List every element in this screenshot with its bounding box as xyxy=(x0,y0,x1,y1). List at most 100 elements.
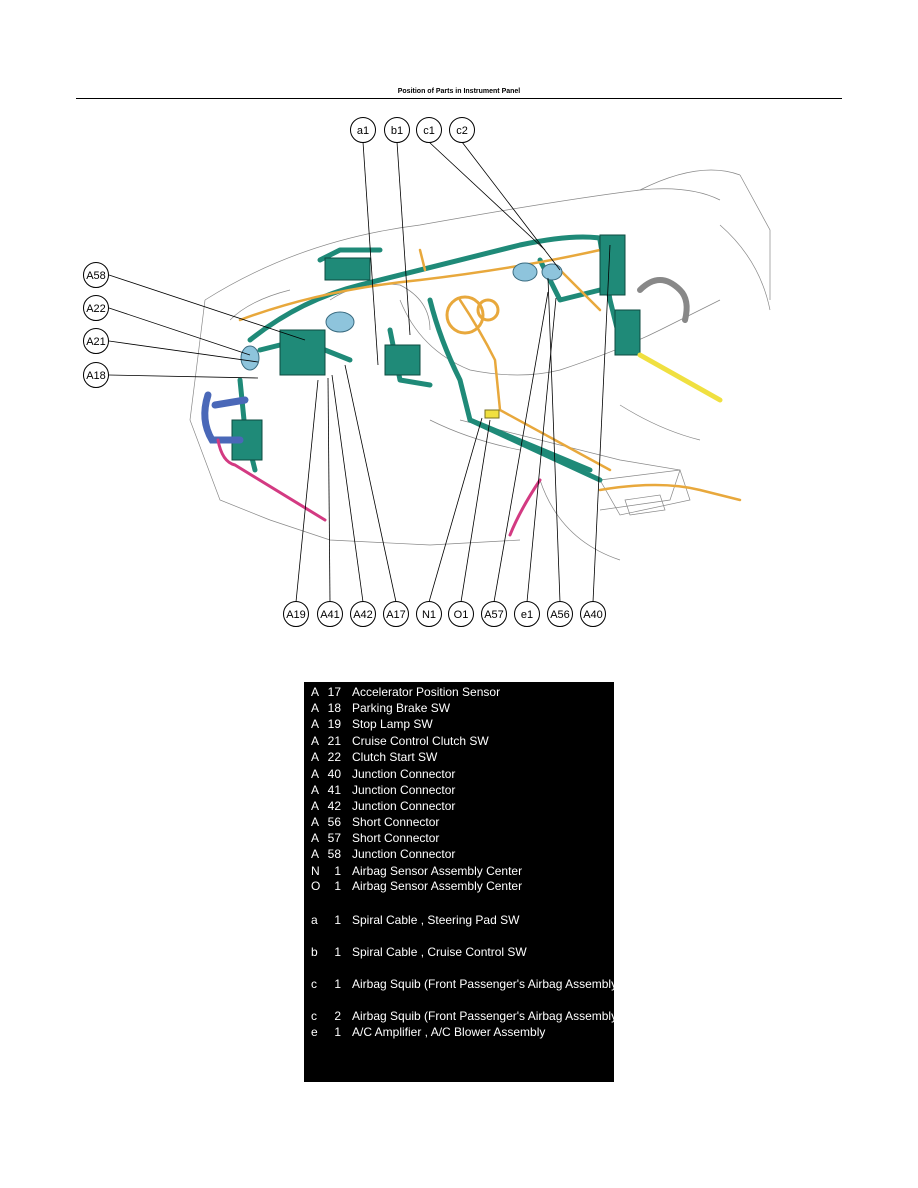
legend-description: Junction Connector xyxy=(352,847,456,861)
callout-label-b1: b1 xyxy=(391,125,403,137)
yellow-harness xyxy=(637,352,723,403)
callout-label-e1: e1 xyxy=(521,609,533,621)
callout-label-c2: c2 xyxy=(456,125,468,137)
leader-line-a1 xyxy=(362,141,379,366)
leader-line-a58 xyxy=(108,274,306,341)
callout-label-a19: A19 xyxy=(286,609,306,621)
leader-line-a56 xyxy=(547,277,561,603)
legend-description: Spiral Cable , Cruise Control SW xyxy=(352,945,527,959)
callout-circle-c2 xyxy=(449,117,475,143)
callout-circle-a56 xyxy=(547,601,573,627)
pink-harness xyxy=(216,438,542,537)
legend-number: 21 xyxy=(327,734,341,748)
leader-line-a42 xyxy=(331,374,364,603)
legend-letter: O xyxy=(311,879,321,893)
callout-label-a40: A40 xyxy=(583,609,603,621)
callout-label-o1: O1 xyxy=(454,609,469,621)
legend-number: 17 xyxy=(327,685,341,699)
leader-line-a18 xyxy=(108,374,259,379)
callout-circle-a19 xyxy=(283,601,309,627)
callout-label-a1: a1 xyxy=(357,125,369,137)
legend-description: Parking Brake SW xyxy=(352,701,451,715)
legend-number: 56 xyxy=(327,815,341,829)
callout-circle-a1 xyxy=(350,117,376,143)
legend-letter: A xyxy=(311,750,320,764)
callout-label-n1: N1 xyxy=(422,609,436,621)
legend-letter: A xyxy=(311,831,320,845)
legend-letter: a xyxy=(311,913,318,927)
legend-description: Junction Connector xyxy=(352,783,456,797)
page-title: Position of Parts in Instrument Panel xyxy=(397,88,521,95)
callout-label-a18: A18 xyxy=(86,370,106,382)
legend-letter: A xyxy=(311,815,320,829)
legend-letter: N xyxy=(311,864,320,878)
callout-circle-a42 xyxy=(350,601,376,627)
leader-line-e1 xyxy=(526,297,557,603)
dashboard-outline xyxy=(189,169,771,561)
legend-number: 57 xyxy=(327,831,341,845)
legend-number: 18 xyxy=(327,701,341,715)
leader-lines xyxy=(108,141,611,603)
gray-cable xyxy=(637,277,690,323)
callout-circle-a18 xyxy=(83,362,109,388)
legend-letter: A xyxy=(311,799,320,813)
legend-number: 41 xyxy=(327,783,341,797)
legend-description: Short Connector xyxy=(352,831,440,845)
legend-description: Airbag Sensor Assembly Center xyxy=(352,879,523,893)
legend-description: Clutch Start SW xyxy=(352,750,438,764)
callout-label-a21: A21 xyxy=(86,336,106,348)
callout-circle-a41 xyxy=(317,601,343,627)
legend-letter: c xyxy=(311,977,317,991)
legend-number: 40 xyxy=(327,767,341,781)
callout-label-a57: A57 xyxy=(484,609,504,621)
legend-number: 19 xyxy=(327,717,341,731)
callout-circle-a40 xyxy=(580,601,606,627)
legend-number: 22 xyxy=(327,750,341,764)
leader-line-n1 xyxy=(428,417,483,603)
harness-components xyxy=(231,234,641,461)
callout-label-a42: A42 xyxy=(353,609,373,621)
legend-letter: c xyxy=(311,1009,317,1023)
legend-description: Accelerator Position Sensor xyxy=(352,685,501,699)
legend-description: Airbag Squib (Front Passenger's Airbag A… xyxy=(352,1009,622,1023)
legend-description: Cruise Control Clutch SW xyxy=(352,734,489,748)
legend-description: Short Connector xyxy=(352,815,440,829)
callout-circle-o1 xyxy=(448,601,474,627)
legend-description: A/C Amplifier , A/C Blower Assembly xyxy=(352,1025,546,1039)
legend-description: Junction Connector xyxy=(352,799,456,813)
callout-circle-a58 xyxy=(83,262,109,288)
legend-description: Stop Lamp SW xyxy=(352,717,433,731)
callout-circle-e1 xyxy=(514,601,540,627)
leader-line-c2 xyxy=(461,141,561,271)
callout-circle-c1 xyxy=(416,117,442,143)
callout-circle-a17 xyxy=(383,601,409,627)
legend-number: 42 xyxy=(327,799,341,813)
legend-letter: A xyxy=(311,847,320,861)
callout-label-a56: A56 xyxy=(550,609,570,621)
legend-letter: A xyxy=(311,717,320,731)
leader-line-c1 xyxy=(428,141,546,251)
callout-label-a58: A58 xyxy=(86,270,106,282)
callout-label-a41: A41 xyxy=(320,609,340,621)
leader-line-a22 xyxy=(108,307,251,356)
legend-number: 1 xyxy=(334,977,341,991)
legend-number: 1 xyxy=(334,945,341,959)
legend-letter: A xyxy=(311,767,320,781)
callout-circle-a21 xyxy=(83,328,109,354)
legend-letter: A xyxy=(311,685,320,699)
orange-harness xyxy=(238,248,742,502)
leader-line-a41 xyxy=(327,377,331,603)
callout-label-a22: A22 xyxy=(86,303,106,315)
legend-letter: A xyxy=(311,734,320,748)
legend-number: 58 xyxy=(327,847,341,861)
callout-circle-b1 xyxy=(384,117,410,143)
callout-label-c1: c1 xyxy=(423,125,435,137)
legend-number: 1 xyxy=(334,864,341,878)
leader-line-a21 xyxy=(108,340,259,363)
legend-letter: b xyxy=(311,945,318,959)
leader-line-o1 xyxy=(460,419,491,603)
legend-letter: e xyxy=(311,1025,318,1039)
